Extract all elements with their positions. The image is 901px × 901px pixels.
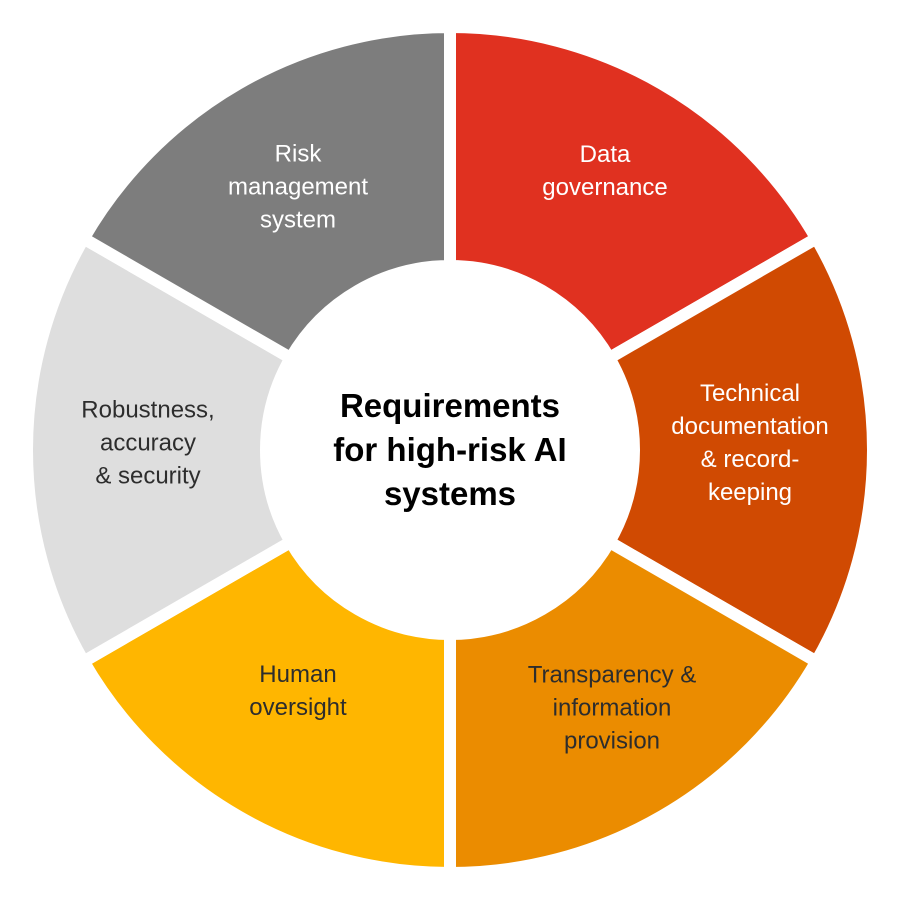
segment-human-oversight	[75, 533, 456, 880]
segment-risk-management	[75, 20, 456, 367]
segment-technical-documentation	[601, 230, 879, 670]
segment-label-human-oversight: Human oversight	[249, 661, 347, 721]
segment-label-transparency: Transparency & information provision	[527, 661, 697, 755]
segment-transparency	[444, 533, 825, 880]
segment-robustness	[21, 230, 299, 670]
center-title: Requirements for high-risk AI systems	[333, 387, 567, 512]
segment-label-technical-documentation: Technical documentation & record-keeping	[671, 380, 829, 506]
segment-label-data-governance: Data governance	[542, 141, 668, 201]
segment-data-governance	[444, 20, 825, 367]
segment-label-risk-management: Risk management system	[227, 140, 369, 234]
segment-label-robustness: Robustness, accuracy & security	[81, 396, 215, 490]
